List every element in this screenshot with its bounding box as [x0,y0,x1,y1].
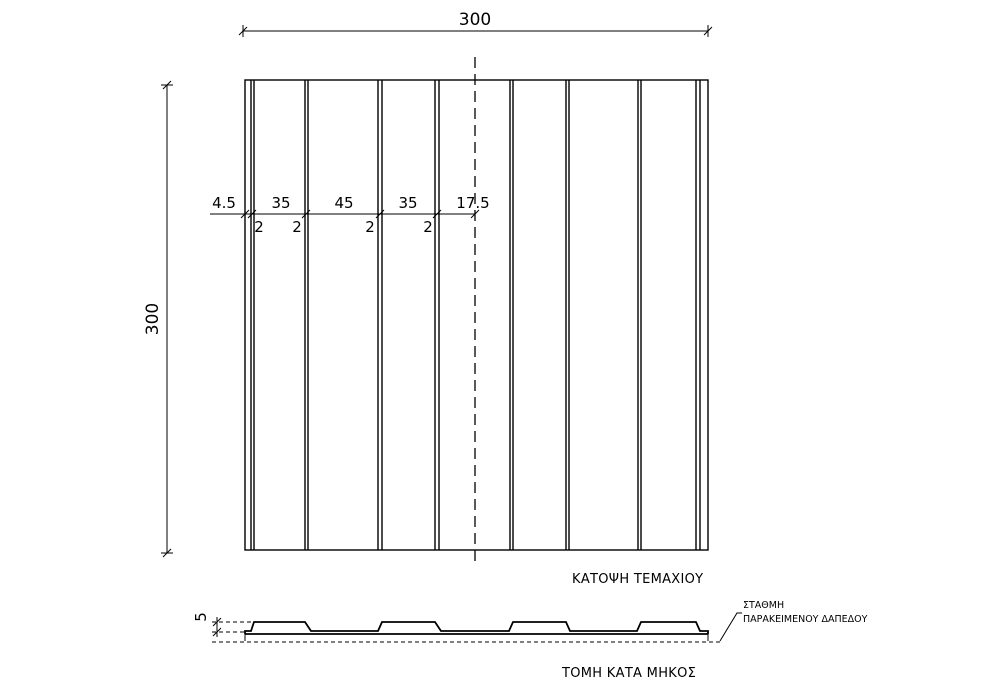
width-dimension-label: 300 [459,10,491,30]
note-line-2: ΠΑΡΑΚΕΙΜΕΝΟΥ ΔΑΠΕΔΟΥ [743,614,868,625]
rib-width-label: 2 [365,218,375,236]
rib-width-label: 2 [254,218,264,236]
plan-title: ΚΑΤΟΨΗ ΤΕΜΑΧΙΟΥ [572,572,703,587]
tile-outline [244,79,709,551]
segment-dimension-chain: 4.5 35 45 35 17.5 2 2 2 2 [210,194,490,236]
section-top-profile [244,621,709,634]
segment-label: 17.5 [456,194,489,212]
note-line-1: ΣΤΑΘΜΗ [743,600,784,611]
rib-width-label: 2 [292,218,302,236]
rib-width-label: 2 [423,218,433,236]
section-height-label: 5 [192,612,210,622]
height-dimension: 300 [143,80,173,558]
segment-label: 4.5 [212,194,236,212]
note-leader [719,612,742,642]
width-dimension: 300 [238,10,713,37]
section-height-dimension: 5 [192,612,222,637]
floor-level-note: ΣΤΑΘΜΗ ΠΑΡΑΚΕΙΜΕΝΟΥ ΔΑΠΕΔΟΥ [719,600,868,642]
height-dimension-label: 300 [143,303,163,335]
tile-ribs [250,80,701,550]
segment-label: 45 [334,194,353,212]
segment-label: 35 [271,194,290,212]
section-profile [244,621,709,641]
segment-label: 35 [398,194,417,212]
section-title: ΤΟΜΗ ΚΑΤΑ ΜΗΚΟΣ [561,666,696,681]
